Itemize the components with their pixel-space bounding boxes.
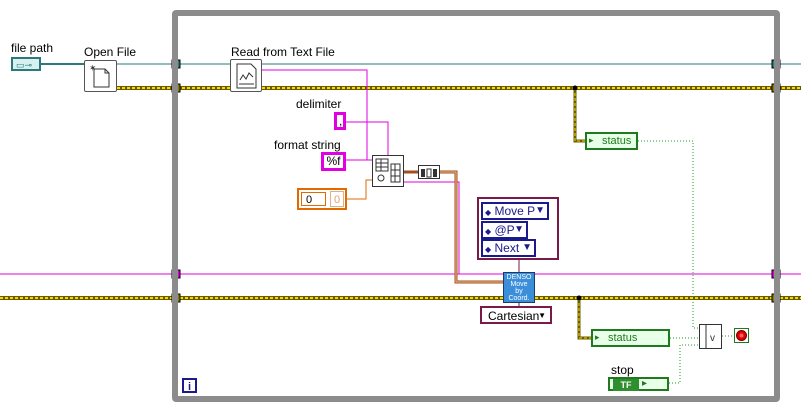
string-to-denso — [404, 181, 460, 274]
scan-from-string-icon — [375, 158, 401, 183]
array-element-value: 0 — [333, 194, 341, 206]
numeric-array-constant[interactable]: 0 0 — [297, 188, 347, 210]
delimiter-constant[interactable]: , — [334, 112, 346, 130]
tf-badge: TF — [613, 379, 639, 391]
pose-ring[interactable]: ◆ @P ▼ — [481, 221, 528, 239]
pose-value: @P — [494, 223, 515, 237]
move-mode-value: Move P — [494, 204, 536, 218]
svg-text:✶: ✶ — [89, 63, 97, 73]
open-file-icon: ✶ — [89, 63, 110, 88]
delimiter-value: , — [339, 114, 343, 128]
read-text-file-label: Read from Text File — [231, 45, 335, 59]
delimiter-wire — [345, 121, 389, 156]
status-top-bool-wire — [638, 140, 700, 329]
open-file-label: Open File — [84, 45, 137, 59]
status-bottom-label: status — [608, 332, 638, 344]
path-icon: ▭⊸ — [16, 60, 33, 70]
array-element-display[interactable]: 0 — [330, 191, 344, 207]
stop-bool-wire — [669, 344, 700, 384]
dropdown-arrow-icon: ▼ — [522, 242, 532, 253]
stop-arrow-icon: ▸ — [642, 378, 648, 389]
array-index-node[interactable] — [418, 165, 440, 179]
dropdown-arrow-icon: ▼ — [514, 224, 524, 235]
stop-button-icon — [736, 330, 747, 341]
coordinate-ring[interactable]: Cartesian ▼ — [480, 306, 552, 324]
delimiter-label: delimiter — [296, 97, 342, 111]
denso-line-2: Move — [510, 281, 528, 288]
while-loop-frame[interactable] — [172, 10, 780, 402]
denso-line-4: Coord. — [508, 295, 530, 302]
array-wire — [404, 170, 503, 284]
denso-line-1: DENSO — [506, 274, 532, 281]
svg-text:v: v — [710, 333, 715, 344]
next-ring[interactable]: ◆ Next ▼ — [481, 239, 536, 257]
format-string-constant[interactable]: %f — [321, 152, 346, 171]
loop-condition-terminal[interactable] — [734, 328, 749, 343]
array-index-value: 0 — [306, 194, 313, 206]
tf-value: TF — [620, 380, 632, 390]
format-string-label: format string — [274, 138, 341, 152]
dropdown-arrow-icon: ▼ — [535, 205, 545, 216]
iteration-value: i — [187, 381, 192, 393]
stop-control[interactable]: TF ▸ — [608, 377, 669, 391]
scan-from-string-node[interactable] — [372, 155, 404, 187]
move-mode-ring[interactable]: ◆ Move P ▼ — [481, 202, 549, 220]
dropdown-arrow-icon: ▼ — [538, 311, 546, 320]
or-gate-node[interactable]: v — [699, 324, 722, 349]
iteration-terminal: i — [182, 378, 197, 393]
file-path-label: file path — [11, 41, 54, 55]
initial-array-wire — [347, 179, 372, 200]
status-indicator-bottom: ▸ status — [591, 329, 670, 347]
status-indicator-top: ▸ status — [585, 132, 638, 150]
ring-increment-icon: ◆ — [485, 208, 492, 217]
denso-line-3: by — [515, 288, 523, 295]
read-text-file-node[interactable] — [230, 59, 262, 92]
file-path-control[interactable]: ▭⊸ — [11, 57, 41, 71]
status-top-branch — [572, 85, 585, 143]
ring-increment-icon: ◆ — [485, 245, 492, 254]
next-value: Next — [494, 241, 520, 255]
open-file-node[interactable]: ✶ — [84, 60, 117, 92]
status-top-label: status — [602, 135, 632, 147]
denso-move-by-coord-node[interactable]: DENSO Move by Coord. — [503, 272, 535, 303]
read-text-file-icon — [236, 63, 257, 89]
status-bottom-branch — [576, 295, 591, 340]
status-top-arrow-icon: ▸ — [589, 135, 594, 145]
format-value: %f — [326, 154, 341, 168]
status-bottom-arrow-icon: ▸ — [595, 332, 600, 342]
stop-label: stop — [611, 363, 634, 377]
or-gate-icon: v — [705, 325, 715, 348]
array-index-icon — [421, 168, 437, 178]
coordinate-value: Cartesian — [488, 309, 540, 323]
array-index-display[interactable]: 0 — [301, 192, 326, 206]
ring-increment-icon: ◆ — [485, 227, 492, 236]
ring-cluster: ◆ Move P ▼ ◆ @P ▼ ◆ Next ▼ — [477, 197, 559, 260]
